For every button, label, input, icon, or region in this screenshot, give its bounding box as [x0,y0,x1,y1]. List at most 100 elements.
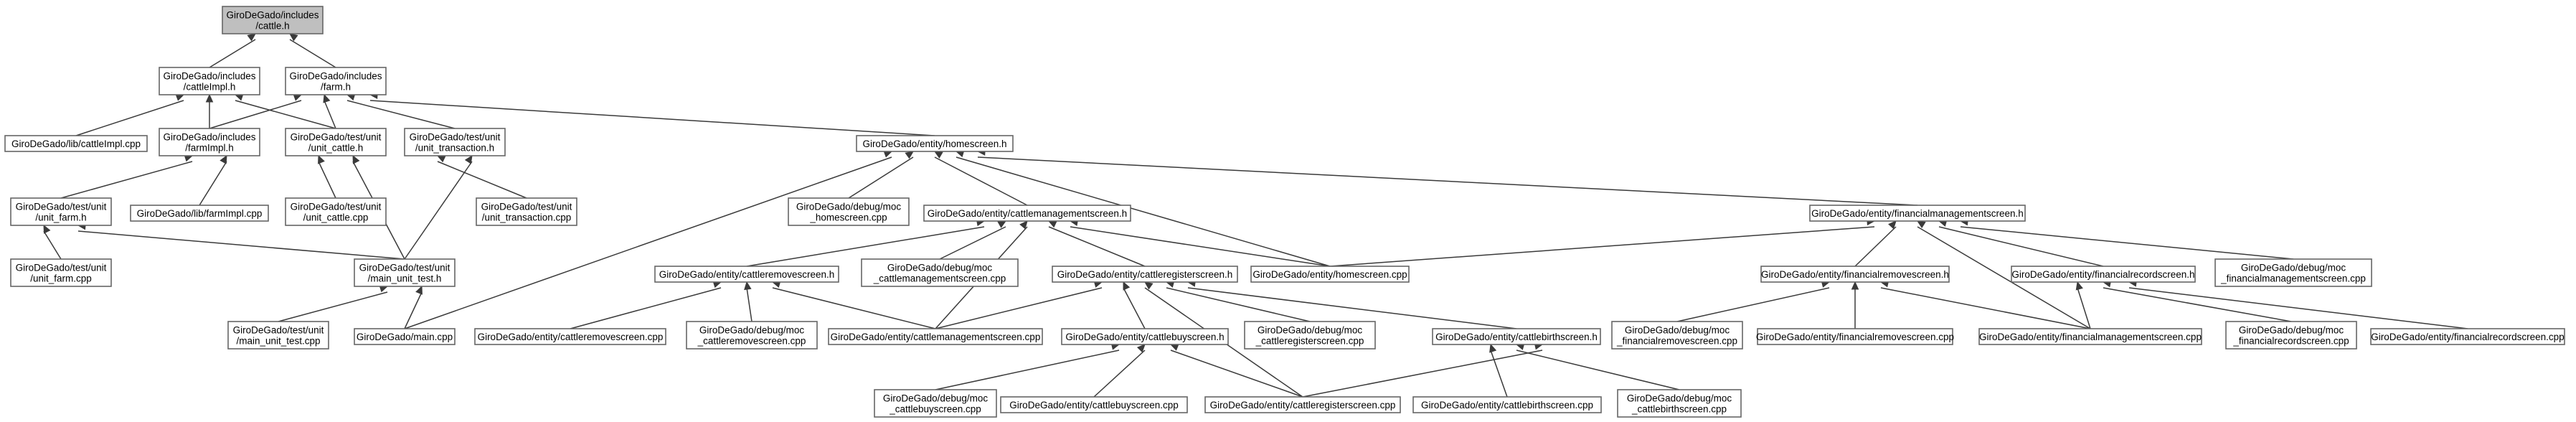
node-financialmanagementscreen-h[interactable]: GiroDeGado/entity/financialmanagementscr… [1809,205,2026,222]
node-unit-cattle-h[interactable]: GiroDeGado/test/unit/unit_cattle.h [285,128,387,156]
node-cattleremovescreen-cpp[interactable]: GiroDeGado/entity/cattleremovescreen.cpp [474,328,666,345]
node-financialmanagementscreen-cpp[interactable]: GiroDeGado/entity/financialmanagementscr… [1978,328,2202,345]
node-cattlebirthscreen-cpp[interactable]: GiroDeGado/entity/cattlebirthscreen.cpp [1412,396,1602,413]
node-box [1757,328,1953,345]
node-moc-financialremovescreen-cpp[interactable]: GiroDeGado/debug/moc_financialremovescre… [1611,321,1743,350]
node-moc-cattlemanagementscreen-cpp[interactable]: GiroDeGado/debug/moc_cattlemanagementscr… [861,258,1019,287]
node-cattleremovescreen-h[interactable]: GiroDeGado/entity/cattleremovescreen.h [654,266,839,283]
node-label: GiroDeGado/entity/homescreen.h [862,139,1006,149]
node-label: GiroDeGado/test/unit [359,263,450,273]
node-main-unit-test-h[interactable]: GiroDeGado/test/unit/main_unit_test.h [354,258,456,287]
edge-line [1302,350,1543,398]
edge-line [746,287,752,322]
edge-arrowhead [220,154,227,164]
node-box [159,128,260,156]
node-label: GiroDeGado/test/unit [410,132,501,143]
node-financialremovescreen-cpp[interactable]: GiroDeGado/entity/financialremovescreen.… [1756,328,1954,345]
edge-line [346,100,456,129]
edge-line [43,230,62,260]
node-unit-cattle-cpp[interactable]: GiroDeGado/test/unit/unit_cattle.cpp [285,197,387,226]
node-unit-farm-cpp[interactable]: GiroDeGado/test/unit/unit_farm.cpp [10,258,112,287]
node-label: GiroDeGado/entity/financialremovescreen.… [1761,269,1949,280]
node-unit-transaction-cpp[interactable]: GiroDeGado/test/unit/unit_transaction.cp… [476,197,577,226]
node-homescreen-h[interactable]: GiroDeGado/entity/homescreen.h [856,135,1014,152]
node-box [788,197,910,226]
edge-line [404,156,892,329]
edge-arrowhead [289,33,298,42]
node-box [222,6,324,34]
node-cattle-h[interactable]: GiroDeGado/includes/cattle.h [222,6,324,34]
node-cattlebuyscreen-h[interactable]: GiroDeGado/entity/cattlebuyscreen.h [1061,328,1229,345]
node-financialremovescreen-h[interactable]: GiroDeGado/entity/financialremovescreen.… [1760,266,1950,283]
node-label: GiroDeGado/debug/moc [2239,325,2344,336]
edge-line [75,100,184,136]
node-financialrecordscreen-cpp[interactable]: GiroDeGado/entity/financialrecordscreen.… [2370,328,2565,345]
edge-arrowhead [247,33,256,42]
node-label: GiroDeGado/debug/moc [1627,393,1732,404]
node-moc-cattlebuyscreen-cpp[interactable]: GiroDeGado/debug/moc_cattlebuyscreen.cpp [874,389,997,418]
node-cattlemanagementscreen-cpp[interactable]: GiroDeGado/entity/cattlemanagementscreen… [828,328,1043,345]
node-moc-homescreen-cpp[interactable]: GiroDeGado/debug/moc_homescreen.cpp [788,197,910,226]
node-box [923,205,1131,222]
node-box [354,328,456,345]
node-moc-cattleremovescreen-cpp[interactable]: GiroDeGado/debug/moc_cattleremovescreen.… [686,321,818,350]
node-label: GiroDeGado/entity/cattlebirthscreen.cpp [1421,400,1593,411]
node-box [1000,396,1188,413]
node-cattleregisterscreen-h[interactable]: GiroDeGado/entity/cattleregisterscreen.h [1052,266,1238,283]
node-main-unit-test-cpp[interactable]: GiroDeGado/test/unit/main_unit_test.cpp [227,321,329,350]
node-label: GiroDeGado/includes [226,10,319,21]
node-cattleImpl-h[interactable]: GiroDeGado/includes/cattleImpl.h [159,67,260,95]
node-main-cpp[interactable]: GiroDeGado/main.cpp [354,328,456,345]
edge-arrowhead [1851,281,1859,290]
edge-line [1960,226,2294,260]
node-cattlebuyscreen-cpp[interactable]: GiroDeGado/entity/cattlebuyscreen.cpp [1000,396,1188,413]
edge-line [77,230,405,260]
node-unit-transaction-h[interactable]: GiroDeGado/test/unit/unit_transaction.h [404,128,506,156]
edge-line [404,161,473,260]
edge-line [1329,226,1875,267]
edge-line [1070,226,1331,267]
edge-arrowhead [1136,344,1146,353]
edge-line [369,100,935,136]
node-box [285,128,387,156]
node-label: GiroDeGado/entity/cattleregisterscreen.c… [1210,400,1396,411]
node-box [874,389,997,418]
edge-line [1854,226,1897,267]
edge-line [1917,226,2091,329]
edge-line [1166,287,1311,322]
node-lib-cattleImpl-cpp[interactable]: GiroDeGado/lib/cattleImpl.cpp [4,135,148,152]
node-box [1061,328,1229,345]
edge-arrowhead [1888,220,1897,230]
edge-line [1490,350,1508,398]
node-cattlebirthscreen-h[interactable]: GiroDeGado/entity/cattlebirthscreen.h [1432,328,1601,345]
edge-arrowhead [2075,281,2083,291]
node-lib-farmImpl-cpp[interactable]: GiroDeGado/lib/farmImpl.cpp [130,205,269,222]
node-moc-financialrecordscreen-cpp[interactable]: GiroDeGado/debug/moc_financialrecordscre… [2225,321,2357,350]
node-box [861,258,1019,287]
node-cattleregisterscreen-cpp[interactable]: GiroDeGado/entity/cattleregisterscreen.c… [1204,396,1401,413]
node-farmImpl-h[interactable]: GiroDeGado/includes/farmImpl.h [159,128,260,156]
node-unit-farm-h[interactable]: GiroDeGado/test/unit/unit_farm.h [10,197,112,226]
node-cattlemanagementscreen-h[interactable]: GiroDeGado/entity/cattlemanagementscreen… [923,205,1131,222]
edge-arrowhead [415,285,423,295]
node-box [1611,321,1743,350]
node-farm-h[interactable]: GiroDeGado/includes/farm.h [285,67,387,95]
node-moc-cattleregisterscreen-cpp[interactable]: GiroDeGado/debug/moc_cattleregisterscree… [1244,321,1376,350]
edge-line [977,156,1918,206]
node-moc-cattlebirthscreen-cpp[interactable]: GiroDeGado/debug/moc_cattlebirthscreen.c… [1617,389,1742,418]
edge-arrowhead [323,93,331,103]
node-label: /unit_transaction.cpp [482,212,572,223]
node-box [474,328,666,345]
node-moc-financialmanagementscreen-cpp[interactable]: GiroDeGado/debug/moc_financialmanagement… [2214,258,2372,287]
node-financialrecordscreen-h[interactable]: GiroDeGado/entity/financialrecordscreen.… [2011,266,2196,283]
node-label: GiroDeGado/debug/moc [887,263,993,273]
node-box [285,197,387,226]
edge-line [848,156,914,199]
edge-arrowhead [933,151,943,159]
edge-arrowhead [1489,343,1497,353]
edge-line [1880,287,2091,329]
edge-line [318,161,336,199]
edge-arrowhead [744,281,752,291]
edge-line [746,226,985,267]
node-homescreen-cpp[interactable]: GiroDeGado/entity/homescreen.cpp [1250,266,1410,283]
